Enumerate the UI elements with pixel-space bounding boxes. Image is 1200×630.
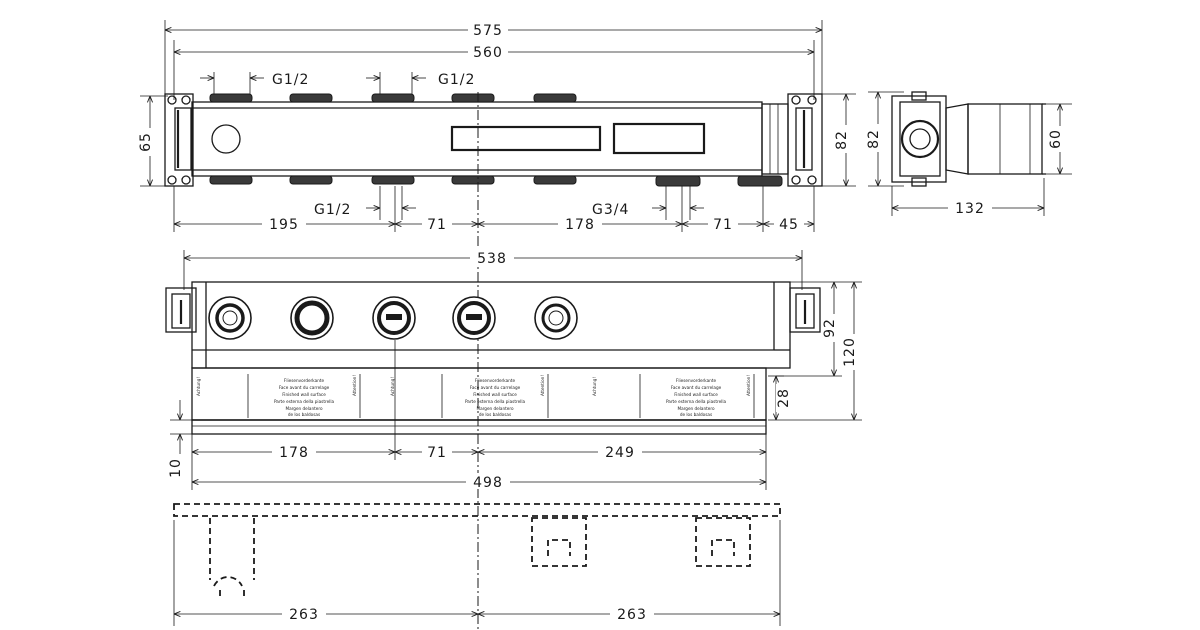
dimension-28: 28 <box>768 375 796 420</box>
dim-71-right-label: 71 <box>713 217 733 233</box>
dim-71-left-label: 71 <box>427 217 447 233</box>
dimension-560: 560 <box>174 43 814 61</box>
dimension-60: 60 <box>1048 104 1070 174</box>
bottom-connection-stubs <box>209 175 783 187</box>
port-3 <box>372 296 416 340</box>
label-1-line-2: Face avant du carrelage <box>279 385 330 390</box>
bottom-view: 263 263 <box>173 503 781 626</box>
dimension-263-right: 263 <box>478 605 780 623</box>
label-2-side-left: Achtung! <box>390 377 395 396</box>
dimension-498: 498 <box>192 473 766 491</box>
label-2-line-2: Face avant du carrelage <box>470 385 521 390</box>
dim-60-label: 60 <box>1048 129 1064 149</box>
label-block-1: Achtung! Attention! Fliesenvorderkante F… <box>196 374 361 418</box>
dimension-538: 538 <box>184 249 802 267</box>
port-5 <box>534 296 578 340</box>
dimension-249: 249 <box>478 443 766 461</box>
dimension-132: 132 <box>892 199 1044 217</box>
port-4 <box>452 296 496 340</box>
top-view: 575 560 G1/2 G1/2 65 <box>138 20 856 630</box>
label-1-line-6: de los baldosas <box>288 412 320 417</box>
left-mounting-bracket <box>164 93 194 187</box>
dimension-82-side: 82 <box>866 92 888 186</box>
dimension-575: 575 <box>165 21 822 39</box>
port-2 <box>290 296 334 340</box>
label-3-side-left: Achtung! <box>592 377 597 396</box>
label-2-line-3: Finished wall surface <box>473 392 517 397</box>
dimension-71-front: 71 <box>395 443 478 461</box>
label-1-line-3: Finished wall surface <box>282 392 326 397</box>
dim-120-label: 120 <box>842 337 858 367</box>
label-1-line-4: Parte esterna della piastrella <box>274 399 335 404</box>
port-1 <box>208 296 252 340</box>
dim-71-front-label: 71 <box>427 445 447 461</box>
dim-45-label: 45 <box>779 217 799 233</box>
dim-575-label: 575 <box>473 23 503 39</box>
dimension-195: 195 <box>174 215 395 233</box>
label-2-line-5: Margen delantero <box>476 406 514 411</box>
dim-10-label: 10 <box>168 458 184 478</box>
dimension-82-top: 82 <box>822 93 856 187</box>
thread-callout-bottom-left: G1/2 <box>314 186 416 220</box>
dimension-71-right: 71 <box>682 215 763 233</box>
dim-28-label: 28 <box>776 388 792 408</box>
label-1-line-1: Fliesenvorderkante <box>284 378 325 383</box>
dimension-178-top: 178 <box>478 215 682 233</box>
dimension-263-left: 263 <box>174 605 478 623</box>
round-opening <box>211 124 241 154</box>
dim-538-label: 538 <box>477 251 507 267</box>
thread-callout-top-right: G1/2 <box>366 72 475 96</box>
dimension-65: 65 <box>138 95 168 187</box>
dimension-92: 92 <box>822 282 844 376</box>
top-connection-stubs <box>209 93 577 103</box>
dimension-178-front: 178 <box>192 443 395 461</box>
dim-249-label: 249 <box>605 445 635 461</box>
dim-178-front-label: 178 <box>279 445 309 461</box>
dim-82-side-label: 82 <box>866 129 882 149</box>
label-3-line-6: de los baldosas <box>680 412 712 417</box>
rect-opening-left <box>450 125 602 152</box>
thread-callout-bottom-right: G3/4 <box>592 186 704 220</box>
thread-top-left-label: G1/2 <box>272 72 309 88</box>
label-2-line-6: de los baldosas <box>479 412 511 417</box>
thread-callout-top-left: G1/2 <box>200 72 309 96</box>
label-3-side-right: Attention! <box>746 375 751 396</box>
dim-498-label: 498 <box>473 475 503 491</box>
dim-82-top-label: 82 <box>834 130 850 150</box>
dim-132-label: 132 <box>955 201 985 217</box>
label-3-line-3: Finished wall surface <box>674 392 718 397</box>
label-3-line-4: Parte esterna della piastrella <box>666 399 727 404</box>
side-view: 82 60 132 <box>866 91 1072 217</box>
label-3-line-2: Face avant du carrelage <box>671 385 722 390</box>
dimension-120: 120 <box>842 282 864 420</box>
right-mounting-bracket <box>787 93 823 187</box>
dimension-10: 10 <box>168 400 184 478</box>
label-2-line-1: Fliesenvorderkante <box>475 378 516 383</box>
dim-195-label: 195 <box>269 217 299 233</box>
label-1-side-left: Achtung! <box>196 377 201 396</box>
dim-263-right-label: 263 <box>617 607 647 623</box>
label-2-side-right: Attention! <box>540 375 545 396</box>
thread-top-right-label: G1/2 <box>438 72 475 88</box>
thread-bottom-right-label: G3/4 <box>592 202 629 218</box>
label-2-line-4: Parte esterna della piastrella <box>465 399 526 404</box>
rect-opening-right <box>612 122 706 155</box>
dim-263-left-label: 263 <box>289 607 319 623</box>
label-block-2: Achtung! Attention! Fliesenvorderkante F… <box>390 374 549 418</box>
label-1-side-right: Attention! <box>352 375 357 396</box>
dimension-45: 45 <box>763 215 814 233</box>
dim-65-label: 65 <box>138 132 154 152</box>
dim-92-label: 92 <box>822 318 838 338</box>
label-1-line-5: Margen delantero <box>285 406 323 411</box>
thread-bottom-left-label: G1/2 <box>314 202 351 218</box>
label-3-line-5: Margen delantero <box>677 406 715 411</box>
front-view: 538 <box>165 249 864 491</box>
label-block-3: Achtung! Attention! Fliesenvorderkante F… <box>592 374 755 418</box>
label-3-line-1: Fliesenvorderkante <box>676 378 717 383</box>
dimension-71-left: 71 <box>395 215 478 233</box>
dim-560-label: 560 <box>473 45 503 61</box>
dim-178-top-label: 178 <box>565 217 595 233</box>
